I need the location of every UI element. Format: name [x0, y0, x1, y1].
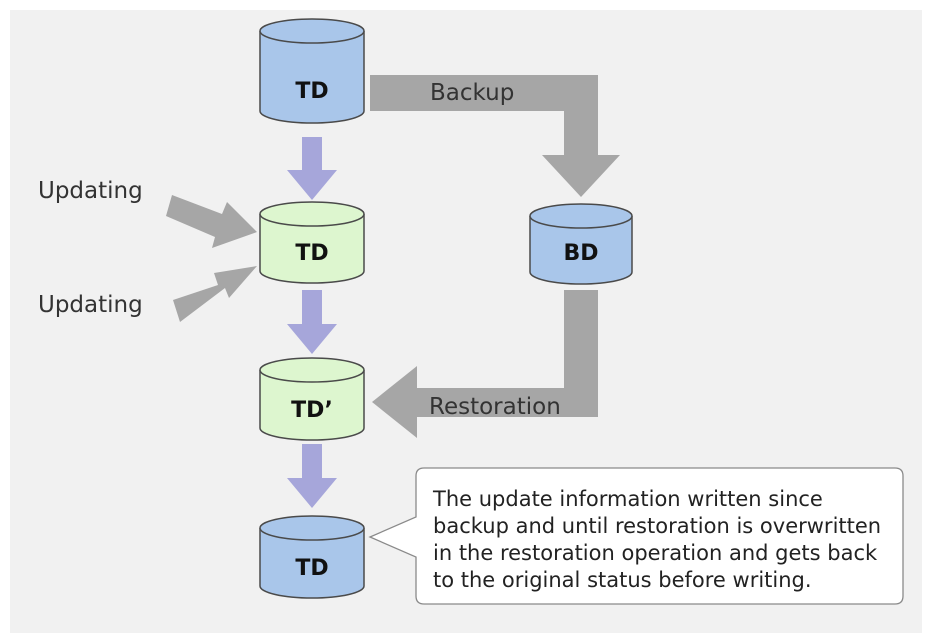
flow-arrow-2	[287, 290, 337, 354]
volume-bd-label: BD	[563, 241, 599, 266]
backup-label: Backup	[430, 80, 515, 106]
volume-td-bottom	[259, 515, 365, 599]
restoration-arrow	[372, 290, 598, 438]
callout-text: The update information written since bac…	[433, 486, 903, 594]
updating-label-1: Updating	[38, 178, 143, 204]
restoration-label: Restoration	[429, 394, 561, 420]
volume-td-prime	[259, 357, 365, 441]
callout-line: to the original status before writing.	[433, 568, 812, 592]
callout-bubble	[368, 467, 904, 605]
flow-arrow-3	[287, 444, 337, 508]
updating-arrow-2	[173, 266, 257, 322]
flow-arrow-1	[287, 137, 337, 200]
volume-td-bottom-label: TD	[295, 556, 329, 581]
volume-td-middle	[259, 201, 365, 284]
callout-line: The update information written since	[433, 487, 823, 511]
backup-arrow	[370, 75, 620, 197]
volume-td-top	[259, 18, 365, 124]
callout-line: backup and until restoration is overwrit…	[433, 514, 882, 538]
callout-line: in the restoration operation and gets ba…	[433, 541, 878, 565]
volume-td-top-label: TD	[295, 79, 329, 104]
volume-td-middle-label: TD	[295, 241, 329, 266]
updating-arrow-1	[166, 195, 257, 248]
volume-bd	[529, 203, 633, 285]
updating-label-2: Updating	[38, 292, 143, 318]
volume-td-prime-label: TD’	[291, 398, 333, 423]
